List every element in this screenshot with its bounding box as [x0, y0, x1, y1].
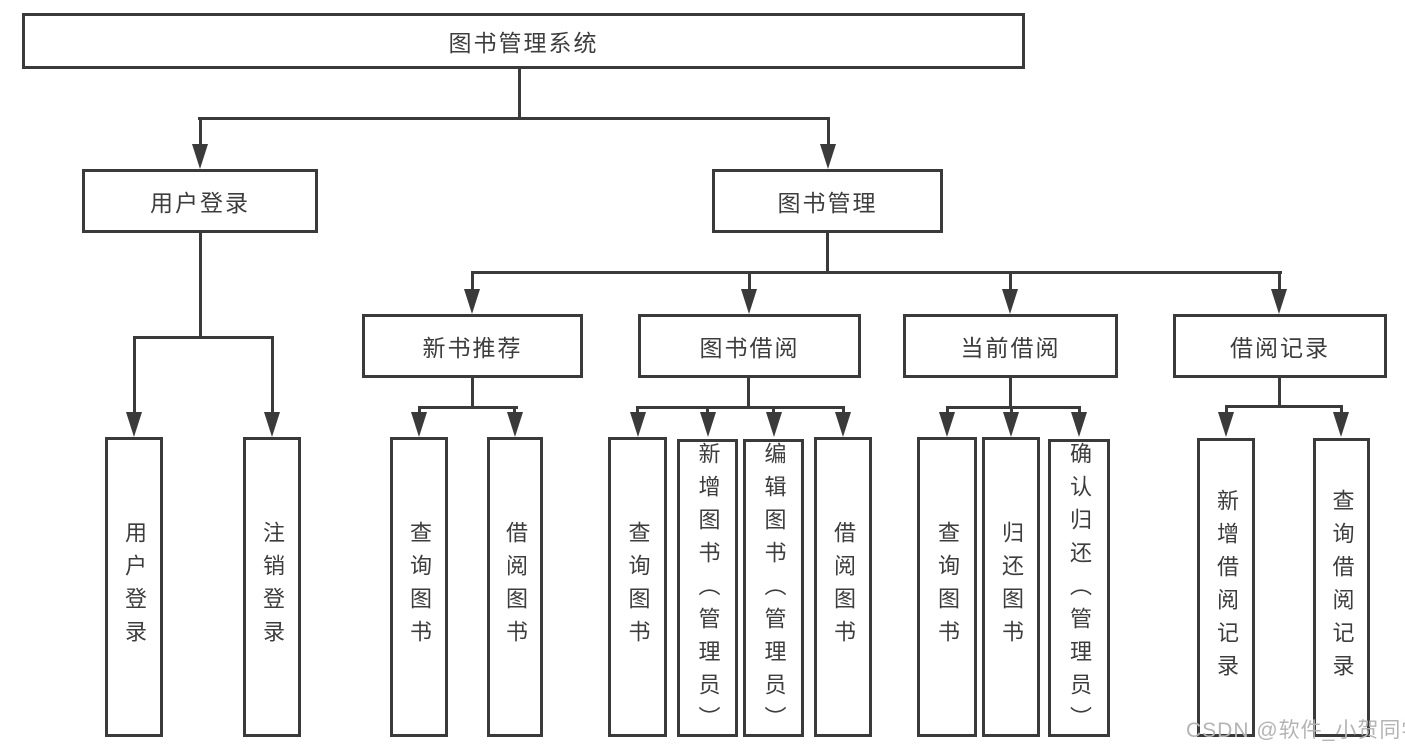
- node-new-book-recommend: 新书推荐: [362, 314, 583, 378]
- connector-line: [1009, 274, 1012, 296]
- arrowhead-down-icon: [835, 412, 851, 437]
- connector-line: [133, 339, 136, 429]
- arrowhead-down-icon: [1003, 412, 1019, 437]
- connector-line: [133, 336, 274, 339]
- node-borrow-book-1: 借阅图书: [487, 437, 543, 737]
- arrowhead-down-icon: [766, 412, 782, 437]
- arrowhead-down-icon: [507, 412, 523, 437]
- connector-line: [471, 274, 474, 296]
- node-current-borrow: 当前借阅: [903, 314, 1118, 378]
- node-return-book: 归还图书: [982, 437, 1040, 737]
- csdn-watermark: CSDN @软件_小贺同学: [1186, 719, 1405, 742]
- leaf-label: 注销登录: [260, 521, 285, 653]
- arrowhead-down-icon: [630, 412, 646, 437]
- arrowhead-down-icon: [939, 412, 955, 437]
- arrowhead-down-icon: [1002, 289, 1018, 314]
- connector-line: [826, 233, 829, 274]
- connector-line: [1009, 378, 1012, 409]
- node-query-book-3: 查询图书: [917, 437, 977, 737]
- node-borrow-records: 借阅记录: [1173, 314, 1387, 378]
- connector-line: [471, 378, 474, 409]
- connector-line: [1278, 274, 1281, 296]
- connector-line: [199, 119, 202, 154]
- connector-line: [471, 271, 1282, 274]
- connector-line: [747, 378, 750, 409]
- node-edit-book-admin: 编辑图书（管理员）: [743, 439, 804, 739]
- arrowhead-down-icon: [126, 412, 142, 437]
- node-user-login-leaf: 用户登录: [105, 437, 163, 737]
- leaf-label: 查询借阅记录: [1329, 488, 1355, 687]
- arrowhead-down-icon: [464, 289, 480, 314]
- connector-line: [198, 117, 830, 120]
- node-query-book-1: 查询图书: [390, 437, 448, 737]
- connector-line: [1278, 378, 1281, 408]
- arrowhead-down-icon: [1333, 412, 1349, 437]
- leaf-label: 借阅图书: [831, 521, 856, 653]
- leaf-label: 查询图书: [935, 521, 960, 653]
- leaf-label: 借阅图书: [503, 521, 528, 653]
- node-book-management: 图书管理: [712, 169, 943, 233]
- arrowhead-down-icon: [192, 144, 208, 169]
- node-query-borrow-record: 查询借阅记录: [1313, 438, 1370, 737]
- arrowhead-down-icon: [264, 412, 280, 437]
- connector-line: [1225, 405, 1343, 408]
- arrowhead-down-icon: [411, 412, 427, 437]
- connector-line: [418, 406, 518, 409]
- arrowhead-down-icon: [1071, 412, 1087, 437]
- node-book-borrow: 图书借阅: [638, 314, 861, 378]
- arrowhead-down-icon: [1218, 412, 1234, 437]
- connector-line: [636, 406, 845, 409]
- node-add-borrow-record: 新增借阅记录: [1197, 438, 1255, 737]
- leaf-label: 查询图书: [407, 521, 432, 653]
- leaf-label: 编辑图书（管理员）: [761, 442, 787, 739]
- leaf-label: 新增图书（管理员）: [695, 442, 721, 739]
- leaf-label: 确认归还（管理员）: [1067, 442, 1092, 739]
- connector-line: [827, 119, 830, 154]
- leaf-label: 新增借阅记录: [1214, 488, 1239, 687]
- arrowhead-down-icon: [741, 289, 757, 314]
- arrowhead-down-icon: [820, 144, 836, 169]
- leaf-label: 归还图书: [999, 521, 1024, 653]
- connector-line: [199, 233, 202, 339]
- arrowhead-down-icon: [1271, 289, 1287, 314]
- connector-line: [946, 406, 1081, 409]
- node-confirm-return-admin: 确认归还（管理员）: [1048, 439, 1110, 739]
- node-logout: 注销登录: [243, 437, 301, 737]
- arrowhead-down-icon: [700, 412, 716, 437]
- node-borrow-book-2: 借阅图书: [814, 437, 872, 737]
- node-query-book-2: 查询图书: [608, 437, 667, 737]
- leaf-label: 查询图书: [625, 521, 651, 653]
- node-user-login: 用户登录: [82, 169, 318, 233]
- node-root: 图书管理系统: [22, 13, 1025, 69]
- node-add-book-admin: 新增图书（管理员）: [677, 439, 738, 739]
- leaf-label: 用户登录: [122, 521, 147, 653]
- connector-line: [271, 339, 274, 429]
- connector-line: [748, 274, 751, 296]
- connector-line: [518, 68, 521, 120]
